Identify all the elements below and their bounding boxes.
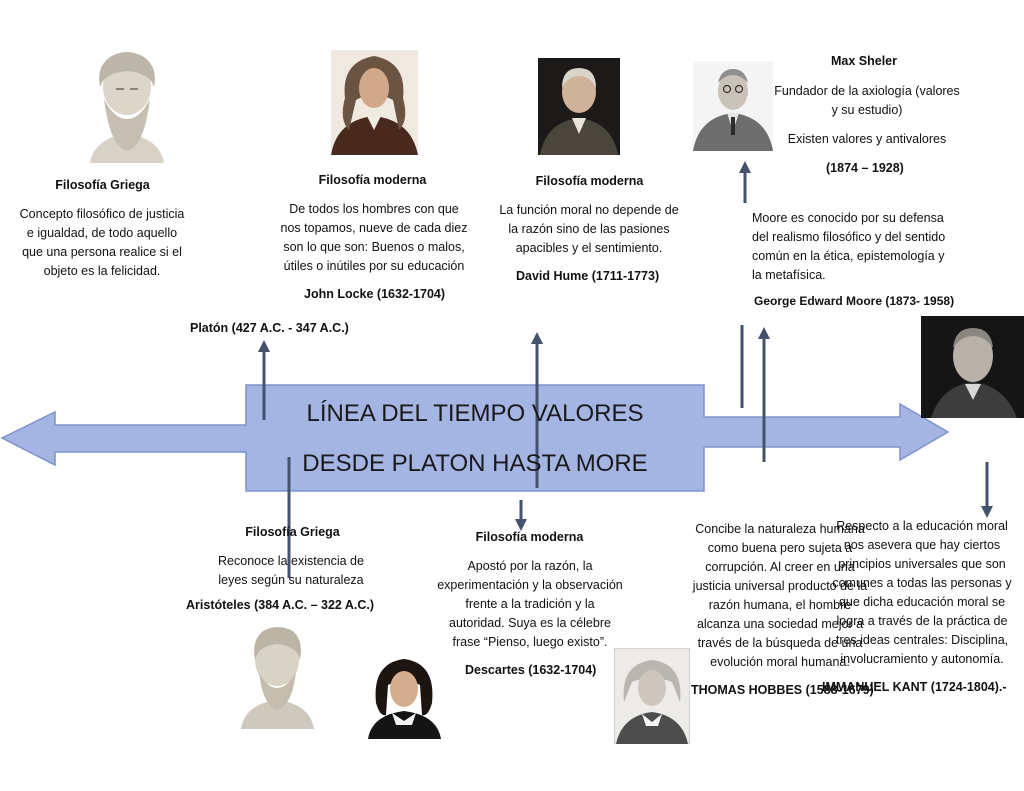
text-line: involucramiento y autonomía.: [840, 652, 1004, 666]
sheler-portrait: [693, 61, 773, 151]
text-line: comunes a todas las personas y: [832, 576, 1012, 590]
hume-header: Filosofía moderna: [535, 174, 644, 188]
text-line: que una persona realice si el: [22, 245, 182, 259]
text-line: Apostó por la razón, la: [467, 559, 593, 573]
aristoteles-header: Filosofía Griega: [245, 525, 340, 539]
kant-name: IMMANUEL KANT (1724-1804).-: [822, 680, 1007, 694]
platon-portrait: [80, 47, 174, 163]
descartes-description: Apostó por la razón, la experimentación …: [424, 557, 636, 652]
aristoteles-description: Reconoce la existencia de leyes según su…: [190, 552, 392, 590]
text-line: frase “Pienso, luego existo”.: [452, 635, 608, 649]
text-line: experimentación y la observación: [437, 578, 623, 592]
text-line: apacibles y el sentimiento.: [515, 241, 663, 255]
hobbes-name: THOMAS HOBBES (1588-1679): [691, 683, 874, 697]
text-line: alcanza una sociedad mejor a: [696, 617, 864, 631]
text-line: autoridad. Suya es la célebre: [449, 616, 611, 630]
text-line: través de la búsqueda de una: [697, 636, 863, 650]
text-line: que dicha educación moral se: [838, 595, 1006, 609]
aristoteles-portrait: [237, 624, 318, 729]
text-line: la metafísica.: [752, 268, 826, 282]
aristoteles-name: Aristóteles (384 A.C. – 322 A.C.): [186, 598, 375, 612]
text-line: logra a través de la práctica de: [836, 614, 1008, 628]
hume-portrait: [538, 58, 620, 155]
text-line: del realismo filosófico y del sentido: [752, 230, 946, 244]
hobbes-description: Concibe la naturaleza humana como buena …: [680, 520, 880, 672]
moore-description: Moore es conocido por su defensa del rea…: [752, 209, 982, 285]
sheler-name: Max Sheler: [831, 54, 898, 68]
text-line: razón humana, el hombre: [708, 598, 852, 612]
platon-name: Platón (427 A.C. - 347 A.C.): [190, 321, 349, 335]
moore-name: George Edward Moore (1873- 1958): [754, 294, 955, 308]
hobbes-portrait: [614, 648, 690, 744]
platon-header: Filosofía Griega: [55, 178, 150, 192]
locke-header: Filosofía moderna: [318, 173, 427, 187]
locke-name: John Locke (1632-1704): [304, 287, 446, 301]
hume-description: La función moral no depende de la razón …: [489, 201, 689, 258]
text-line: útiles o inútiles por su educación: [283, 259, 465, 273]
text-line: la razón sino de las pasiones: [508, 222, 670, 236]
text-line: De todos los hombres con que: [289, 202, 459, 216]
timeline-double-arrow: [0, 384, 950, 492]
text-line: e igualdad, de todo aquello: [26, 226, 178, 240]
text-line: como buena pero sujeta a: [707, 541, 853, 555]
kant-description: Respecto a la educación moral nos asever…: [822, 517, 1022, 669]
text-line: y su estudio): [831, 103, 903, 117]
text-line: Concibe la naturaleza humana: [695, 522, 865, 536]
descartes-name: Descartes (1632-1704): [465, 663, 597, 677]
text-line: principios universales que son: [838, 557, 1006, 571]
text-line: leyes según su naturaleza: [218, 573, 364, 587]
text-line: evolución moral humana.: [710, 655, 850, 669]
text-line: son lo que son: Buenos o malos,: [283, 240, 465, 254]
text-line: objeto es la felicidad.: [43, 264, 161, 278]
text-line: nos asevera que hay ciertos: [843, 538, 1001, 552]
sheler-dates: (1874 – 1928): [826, 161, 904, 175]
text-line: Fundador de la axiología (valores: [774, 84, 960, 98]
text-line: nos topamos, nueve de cada diez: [280, 221, 468, 235]
locke-portrait: [331, 50, 418, 155]
hume-name: David Hume (1711-1773): [516, 269, 660, 283]
text-line: Respecto a la educación moral: [836, 519, 1008, 533]
descartes-portrait: [368, 655, 441, 739]
text-line: Moore es conocido por su defensa: [752, 211, 944, 225]
locke-description: De todos los hombres con que nos topamos…: [268, 200, 480, 276]
text-line: Concepto filosófico de justicia: [19, 207, 185, 221]
moore-portrait: [921, 316, 1024, 418]
text-line: frente a la tradición y la: [465, 597, 595, 611]
descartes-header: Filosofía moderna: [475, 530, 584, 544]
text-line: tres ideas centrales: Disciplina,: [835, 633, 1009, 647]
sheler-description: Fundador de la axiología (valores y su e…: [762, 82, 972, 120]
sheler-values-line: Existen valores y antivalores: [787, 132, 947, 146]
text-line: justicia universal producto de la: [692, 579, 868, 593]
text-line: común en la ética, epistemología y: [752, 249, 945, 263]
text-line: La función moral no depende de: [499, 203, 679, 217]
text-line: corrupción. Al creer en una: [705, 560, 855, 574]
text-line: Reconoce la existencia de: [218, 554, 364, 568]
platon-description: Concepto filosófico de justicia e iguald…: [6, 205, 198, 281]
